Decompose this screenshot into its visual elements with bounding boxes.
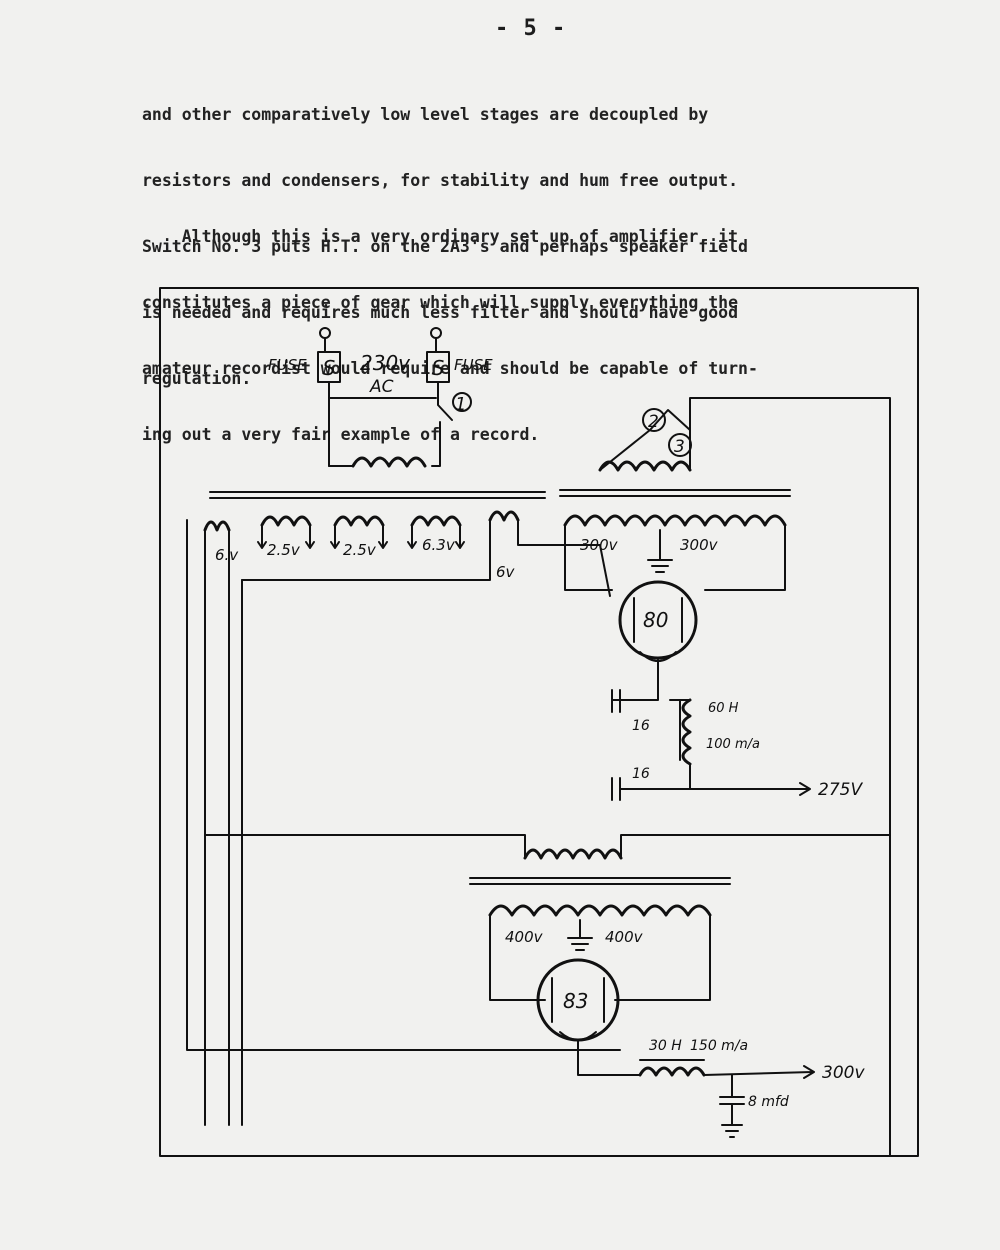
choke-a bbox=[681, 698, 692, 766]
ht-winding-a-right-label: 300v bbox=[680, 536, 719, 554]
choke-b-current-label: 150 m/a bbox=[690, 1038, 748, 1054]
winding-6-3v-label: 6.3v bbox=[422, 536, 456, 554]
ht-b-lead-left bbox=[489, 914, 546, 1001]
switch-3-circle bbox=[668, 433, 692, 457]
winding-6v-left-label: 6.v bbox=[215, 546, 239, 564]
filter-a-bus-2 bbox=[649, 763, 691, 790]
output-b-label: 300v bbox=[822, 1063, 865, 1083]
transformer-a-primary bbox=[598, 460, 692, 472]
text-line: resistors and condensers, for stability … bbox=[142, 171, 739, 190]
capacitor-b-label: 8 mfd bbox=[748, 1094, 789, 1110]
ht-a-lead-left bbox=[564, 524, 613, 591]
ground-return-b bbox=[186, 519, 621, 1051]
switch-1-circle bbox=[452, 392, 472, 412]
rectifier-a-filament-lead bbox=[517, 519, 611, 597]
text-line: ing out a very fair example of a record. bbox=[142, 425, 540, 444]
switch-1 bbox=[437, 381, 453, 421]
choke-b-value-label: 30 H bbox=[649, 1038, 682, 1054]
winding-2-5v-b bbox=[333, 515, 385, 527]
winding-2-5v-b-label: 2.5v bbox=[343, 541, 377, 559]
choke-a-value-label: 60 H bbox=[708, 701, 739, 716]
switch-2-label: 2 bbox=[648, 412, 659, 432]
winding-6v-left bbox=[203, 520, 231, 532]
switch-2-circle bbox=[642, 408, 666, 432]
text-line: Switch No. 3 puts H.T. on the 2A3's and … bbox=[142, 237, 748, 256]
winding-6v-right-label: 6v bbox=[496, 563, 516, 581]
ht-winding-b bbox=[488, 904, 712, 917]
text-line: is needed and requires much less filter … bbox=[142, 303, 739, 322]
text-line: regulation. bbox=[142, 369, 252, 388]
capacitor-b bbox=[719, 1074, 745, 1138]
page-number: - 5 - bbox=[495, 16, 567, 41]
interstage-lead-left bbox=[204, 834, 526, 859]
ht-a-lead-right bbox=[704, 524, 786, 591]
interstage-lead-right bbox=[620, 834, 891, 859]
ht-b-centre-tap-ground bbox=[567, 919, 593, 951]
choke-a-current-label: 100 m/a bbox=[706, 737, 760, 752]
heater-lead-4 bbox=[241, 519, 491, 581]
fuse-left: S bbox=[317, 351, 341, 383]
mains-voltage-label: 230v bbox=[360, 351, 411, 375]
capacitor-a2-label: 16 bbox=[632, 766, 650, 782]
primary-lead-right bbox=[431, 421, 441, 467]
capacitor-a2 bbox=[611, 777, 651, 801]
winding-6v-right bbox=[488, 510, 520, 522]
ht-winding-a bbox=[563, 514, 787, 527]
output-a-label: 275V bbox=[818, 780, 863, 800]
ht-a-centre-tap-ground bbox=[647, 529, 673, 573]
text-line: Although this is a very ordinary set up … bbox=[142, 227, 739, 246]
ht-winding-a-left-label: 300v bbox=[580, 536, 619, 554]
heater-output-arrows bbox=[257, 524, 465, 549]
switch-3-label: 3 bbox=[674, 437, 685, 457]
fuse-right: S bbox=[426, 351, 450, 383]
output-a-arrow bbox=[689, 782, 811, 796]
output-b-arrow bbox=[703, 1065, 815, 1079]
svg-text:S: S bbox=[323, 356, 336, 380]
capacitor-a1-label: 16 bbox=[632, 718, 650, 734]
mains-type-label: AC bbox=[369, 377, 394, 397]
interstage-winding bbox=[523, 848, 623, 860]
winding-2-5v-a-label: 2.5v bbox=[267, 541, 301, 559]
rectifier-80-label: 80 bbox=[643, 608, 668, 632]
primary-lead-left bbox=[328, 381, 354, 467]
mains-terminal-right bbox=[430, 327, 442, 353]
primary-winding bbox=[351, 456, 427, 468]
paragraph-decoupling: and other comparatively low level stages… bbox=[142, 60, 748, 412]
diagram-border bbox=[159, 287, 919, 1157]
filter-b-bus bbox=[577, 1039, 641, 1076]
fuse-left-label: FUSE bbox=[268, 356, 307, 374]
winding-6-3v bbox=[410, 515, 462, 527]
winding-2-5v-a bbox=[260, 515, 312, 527]
ht-winding-b-left-label: 400v bbox=[505, 928, 544, 946]
primary-bus-left bbox=[328, 397, 437, 467]
choke-b bbox=[638, 1066, 706, 1077]
ht-winding-b-right-label: 400v bbox=[605, 928, 644, 946]
text-line: and other comparatively low level stages… bbox=[142, 105, 709, 124]
capacitor-a1 bbox=[611, 689, 651, 713]
ht-b-lead-right bbox=[614, 914, 711, 1001]
text-line: constitutes a piece of gear which will s… bbox=[142, 293, 739, 312]
fuse-right-label: FUSE bbox=[454, 356, 493, 374]
primary-bus-right bbox=[689, 397, 891, 1157]
paragraph-summary: Although this is a very ordinary set up … bbox=[142, 182, 758, 468]
switch-1-label: 1 bbox=[455, 394, 466, 415]
rectifier-83-label: 83 bbox=[563, 989, 588, 1013]
svg-text:S: S bbox=[432, 356, 445, 380]
filter-a-bus-1 bbox=[611, 659, 659, 701]
mains-terminal-left bbox=[319, 327, 331, 353]
